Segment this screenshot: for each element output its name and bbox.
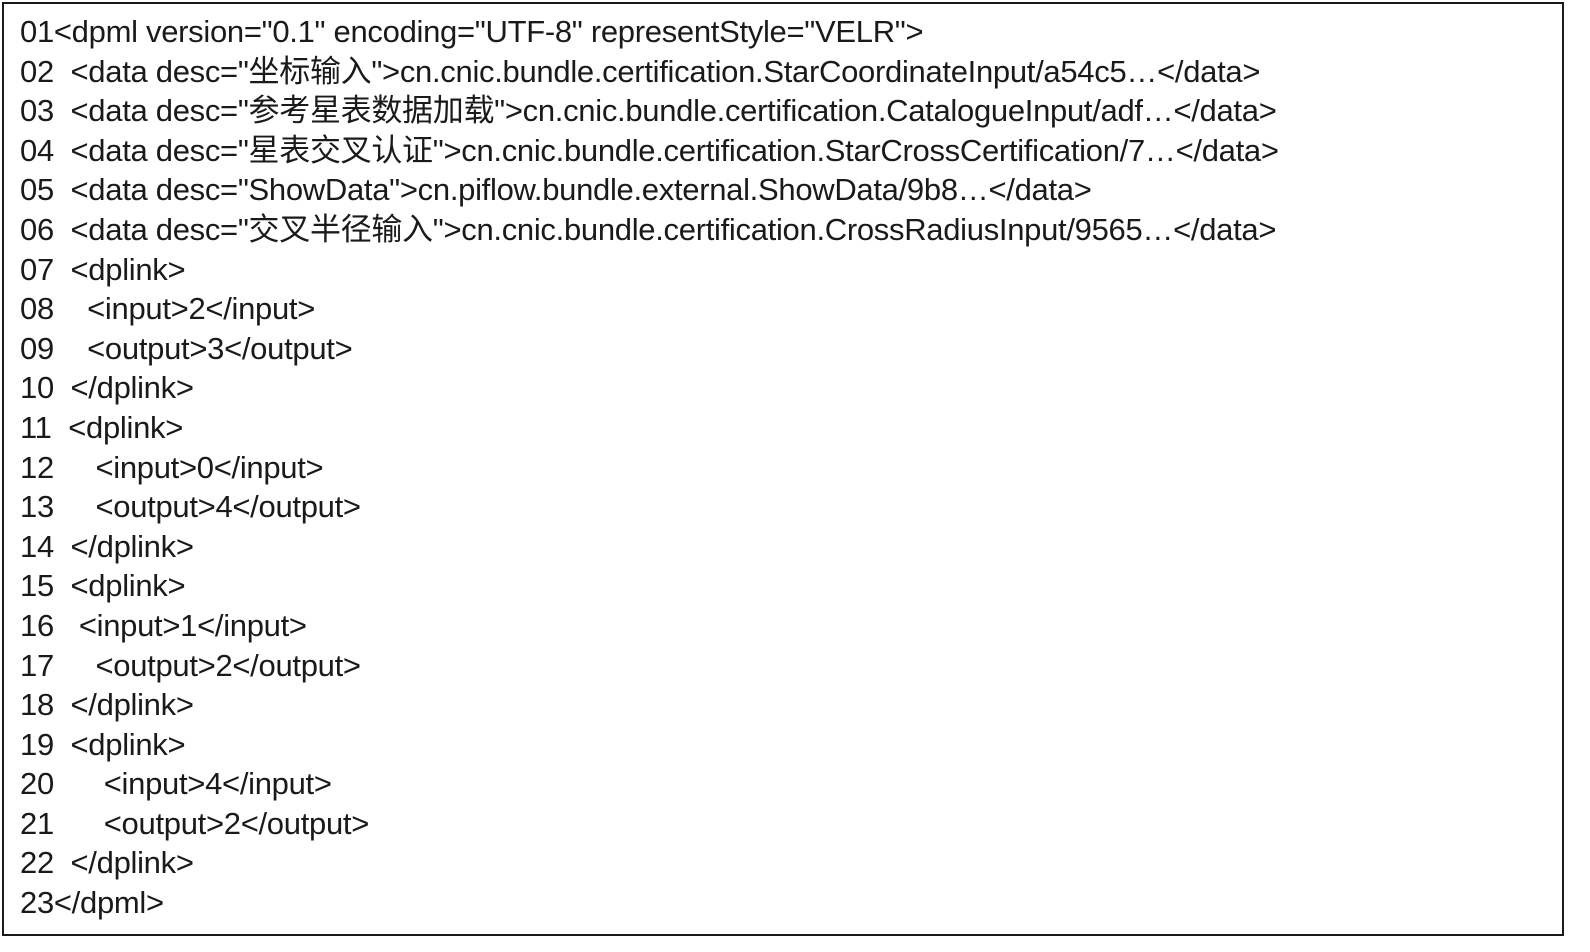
- code-line: 11 <dplink>: [20, 409, 184, 445]
- code-line: 01<dpml version="0.1" encoding="UTF-8" r…: [20, 14, 924, 49]
- code-line: 22 </dplink>: [20, 845, 194, 881]
- code-line: 13 <output>4</output>: [20, 489, 361, 525]
- code-line: 02 <data desc="坐标输入">cn.cnic.bundle.cert…: [20, 53, 1261, 89]
- code-line: 17 <output>2</output>: [20, 647, 361, 683]
- code-line: 14 </dplink>: [20, 528, 194, 564]
- code-line: 20 <input>4</input>: [20, 766, 332, 802]
- code-line: 21 <output>2</output>: [20, 805, 370, 841]
- code-line: 12 <input>0</input>: [20, 449, 324, 485]
- code-listing: 01<dpml version="0.1" encoding="UTF-8" r…: [20, 12, 1279, 923]
- code-line: 08 <input>2</input>: [20, 291, 316, 327]
- code-line: 05 <data desc="ShowData">cn.piflow.bundl…: [20, 172, 1092, 208]
- code-line: 06 <data desc="交叉半径输入">cn.cnic.bundle.ce…: [20, 211, 1277, 247]
- code-line: 04 <data desc="星表交叉认证">cn.cnic.bundle.ce…: [20, 132, 1279, 168]
- code-line: 23</dpml>: [20, 885, 164, 921]
- code-line: 07 <dplink>: [20, 251, 186, 287]
- code-listing-frame: 01<dpml version="0.1" encoding="UTF-8" r…: [2, 2, 1564, 936]
- code-line: 15 <dplink>: [20, 568, 186, 604]
- code-line: 03 <data desc="参考星表数据加载">cn.cnic.bundle.…: [20, 93, 1277, 129]
- code-line: 18 </dplink>: [20, 687, 194, 723]
- code-line: 19 <dplink>: [20, 726, 186, 762]
- code-line: 09 <output>3</output>: [20, 330, 353, 366]
- code-line: 16 <input>1</input>: [20, 607, 307, 643]
- code-line: 10 </dplink>: [20, 370, 194, 406]
